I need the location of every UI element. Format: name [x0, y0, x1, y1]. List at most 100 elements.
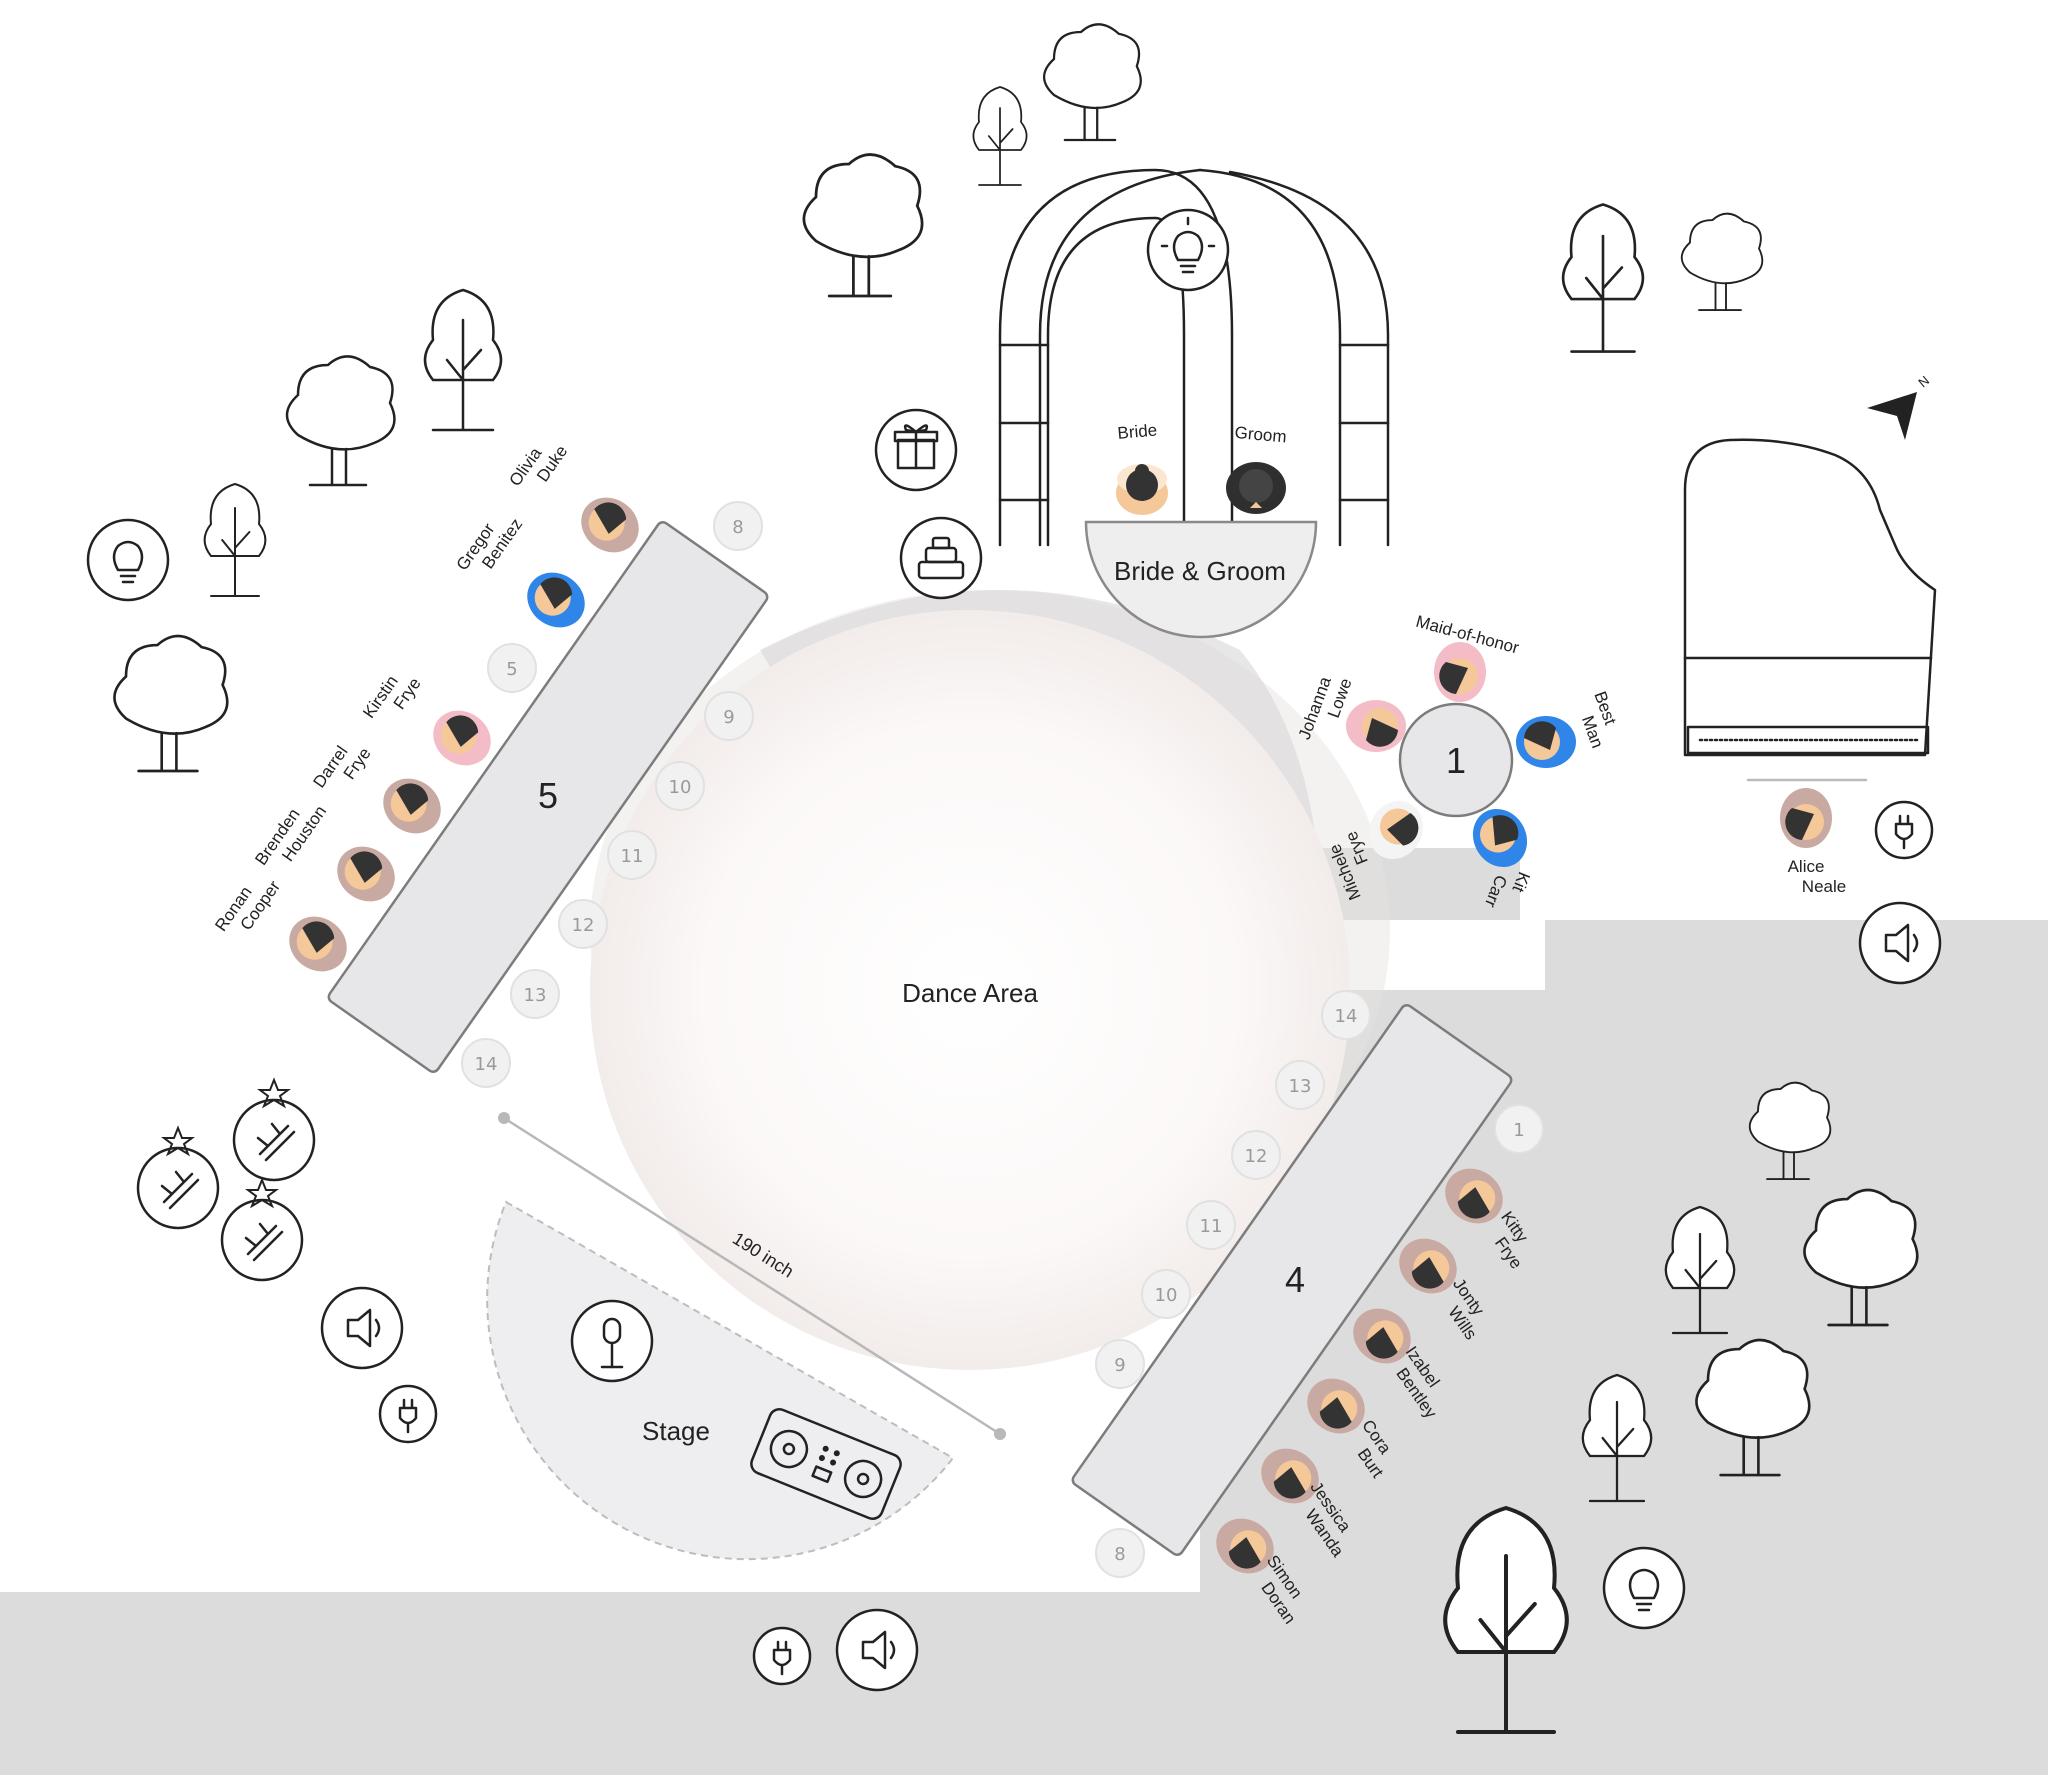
guest-avatar	[433, 710, 491, 766]
guest-avatar	[337, 846, 395, 902]
tree-icon	[1561, 203, 1645, 353]
power-outlet-icon[interactable]	[1874, 800, 1934, 860]
guest-avatar	[1368, 800, 1424, 860]
seat-number: 8	[732, 517, 743, 538]
tree-icon	[1748, 1081, 1832, 1180]
table-5[interactable]	[326, 520, 769, 1074]
tree-icon	[972, 86, 1028, 186]
seat-number: 1	[1513, 1120, 1524, 1141]
tree-icon	[1695, 1338, 1811, 1477]
tree-icon	[1664, 1205, 1736, 1335]
guest-avatar	[1780, 788, 1832, 848]
table-4[interactable]	[1070, 1003, 1513, 1557]
seat-number: 14	[475, 1054, 498, 1075]
seat-marker[interactable]: 8	[1095, 1528, 1145, 1578]
guest[interactable]: KittyFrye	[1435, 1157, 1543, 1272]
firework-icon[interactable]	[220, 1177, 304, 1282]
tree-icon	[1803, 1188, 1919, 1327]
seat-marker[interactable]: 12	[1231, 1130, 1281, 1180]
speaker-icon[interactable]	[1858, 901, 1942, 985]
guest-name: KirstinFrye	[359, 663, 425, 733]
seat-marker[interactable]: 10	[655, 761, 705, 811]
gift-icon[interactable]	[874, 408, 958, 492]
seat-number: 13	[524, 985, 547, 1006]
guest-avatar	[1307, 1378, 1365, 1434]
guest-avatar	[1472, 808, 1528, 868]
tree-icon	[285, 355, 396, 487]
guest[interactable]: BestMan	[1516, 689, 1626, 768]
table-1[interactable]: 1	[1398, 702, 1514, 818]
tree-icon	[113, 634, 229, 773]
seat-number: 11	[1200, 1216, 1223, 1237]
seat-markers: 8 5 9 10 11 12 13 14 14 13 1 12 11 10 9 8	[461, 501, 1544, 1578]
seat-number: 12	[1245, 1146, 1268, 1167]
svg-text:N: N	[1915, 373, 1932, 391]
seat-marker[interactable]: 5	[487, 643, 537, 693]
seat-marker[interactable]: 13	[1275, 1060, 1325, 1110]
guest-name: RonanCooper	[211, 866, 284, 947]
guest[interactable]: KitCarr	[1462, 799, 1537, 918]
tree-icon	[203, 482, 267, 598]
guest[interactable]: JohannaLowe	[1295, 669, 1406, 752]
guest-name: OliviaDuke	[506, 430, 572, 501]
seat-marker[interactable]: 12	[558, 899, 608, 949]
tree-icon	[802, 153, 924, 298]
guest[interactable]: CoraBurt	[1297, 1367, 1404, 1482]
power-outlet-icon[interactable]	[378, 1384, 438, 1444]
guest-avatar	[1261, 1448, 1319, 1504]
seat-marker[interactable]: 9	[1095, 1339, 1145, 1389]
guest-avatar	[289, 916, 347, 972]
guest-name: DarrelFrye	[309, 733, 374, 803]
seat-number: 11	[621, 846, 644, 867]
bride-label: Bride	[1117, 421, 1158, 443]
firework-icon[interactable]	[136, 1125, 220, 1230]
microphone-icon[interactable]	[570, 1299, 654, 1383]
seat-number: 10	[669, 777, 692, 798]
groom[interactable]: Groom	[1226, 423, 1287, 514]
seat-marker[interactable]: 14	[1321, 990, 1371, 1040]
seat-number: 9	[723, 707, 734, 728]
seat-marker[interactable]: 14	[461, 1038, 511, 1088]
tree-icon	[1443, 1505, 1569, 1735]
seat-number: 9	[1114, 1355, 1125, 1376]
seat-number: 8	[1114, 1544, 1125, 1565]
seat-marker[interactable]: 1	[1494, 1104, 1544, 1154]
guest-name: BrendenHouston	[251, 791, 330, 880]
firework-icon[interactable]	[232, 1077, 316, 1182]
guest[interactable]: OliviaDuke	[506, 430, 650, 563]
guest-avatar	[1516, 716, 1576, 768]
lightbulb-icon	[86, 518, 170, 602]
speaker-icon[interactable]	[835, 1608, 919, 1692]
bride[interactable]: Bride	[1116, 421, 1168, 515]
guest[interactable]: RonanCooper	[211, 866, 357, 983]
guest[interactable]: GregorBenitez	[453, 503, 596, 638]
stage[interactable]: Stage	[486, 1200, 955, 1561]
seat-number: 13	[1289, 1076, 1312, 1097]
tree-icon	[1581, 1373, 1653, 1503]
cake-icon[interactable]	[899, 516, 983, 600]
seat-marker[interactable]: 11	[1186, 1200, 1236, 1250]
dance-area-label: Dance Area	[902, 978, 1038, 1008]
guest-name: BestMan	[1572, 689, 1626, 751]
seat-marker[interactable]: 8	[713, 501, 763, 551]
piano-icon[interactable]	[1683, 438, 1937, 782]
bride-groom-table[interactable]: Bride & Groom	[1084, 520, 1318, 639]
speaker-icon[interactable]	[320, 1286, 404, 1370]
guest[interactable]: DarrelFrye	[309, 733, 451, 845]
seat-marker[interactable]: 13	[510, 969, 560, 1019]
lightbulb-icon	[1602, 1546, 1686, 1630]
guest[interactable]: KirstinFrye	[359, 663, 501, 777]
dj-controller-icon[interactable]	[748, 1406, 903, 1521]
seat-marker[interactable]: 9	[704, 691, 754, 741]
tree-icon	[1042, 23, 1142, 142]
power-outlet-icon[interactable]	[752, 1626, 812, 1686]
seat-number: 10	[1155, 1285, 1178, 1306]
guest[interactable]: Maid-of-honor	[1414, 612, 1521, 702]
seat-marker[interactable]: 11	[607, 830, 657, 880]
dance-area[interactable]: Dance Area	[590, 590, 1390, 1370]
seat-marker[interactable]: 10	[1141, 1269, 1191, 1319]
guest-avatar	[1216, 1518, 1274, 1574]
